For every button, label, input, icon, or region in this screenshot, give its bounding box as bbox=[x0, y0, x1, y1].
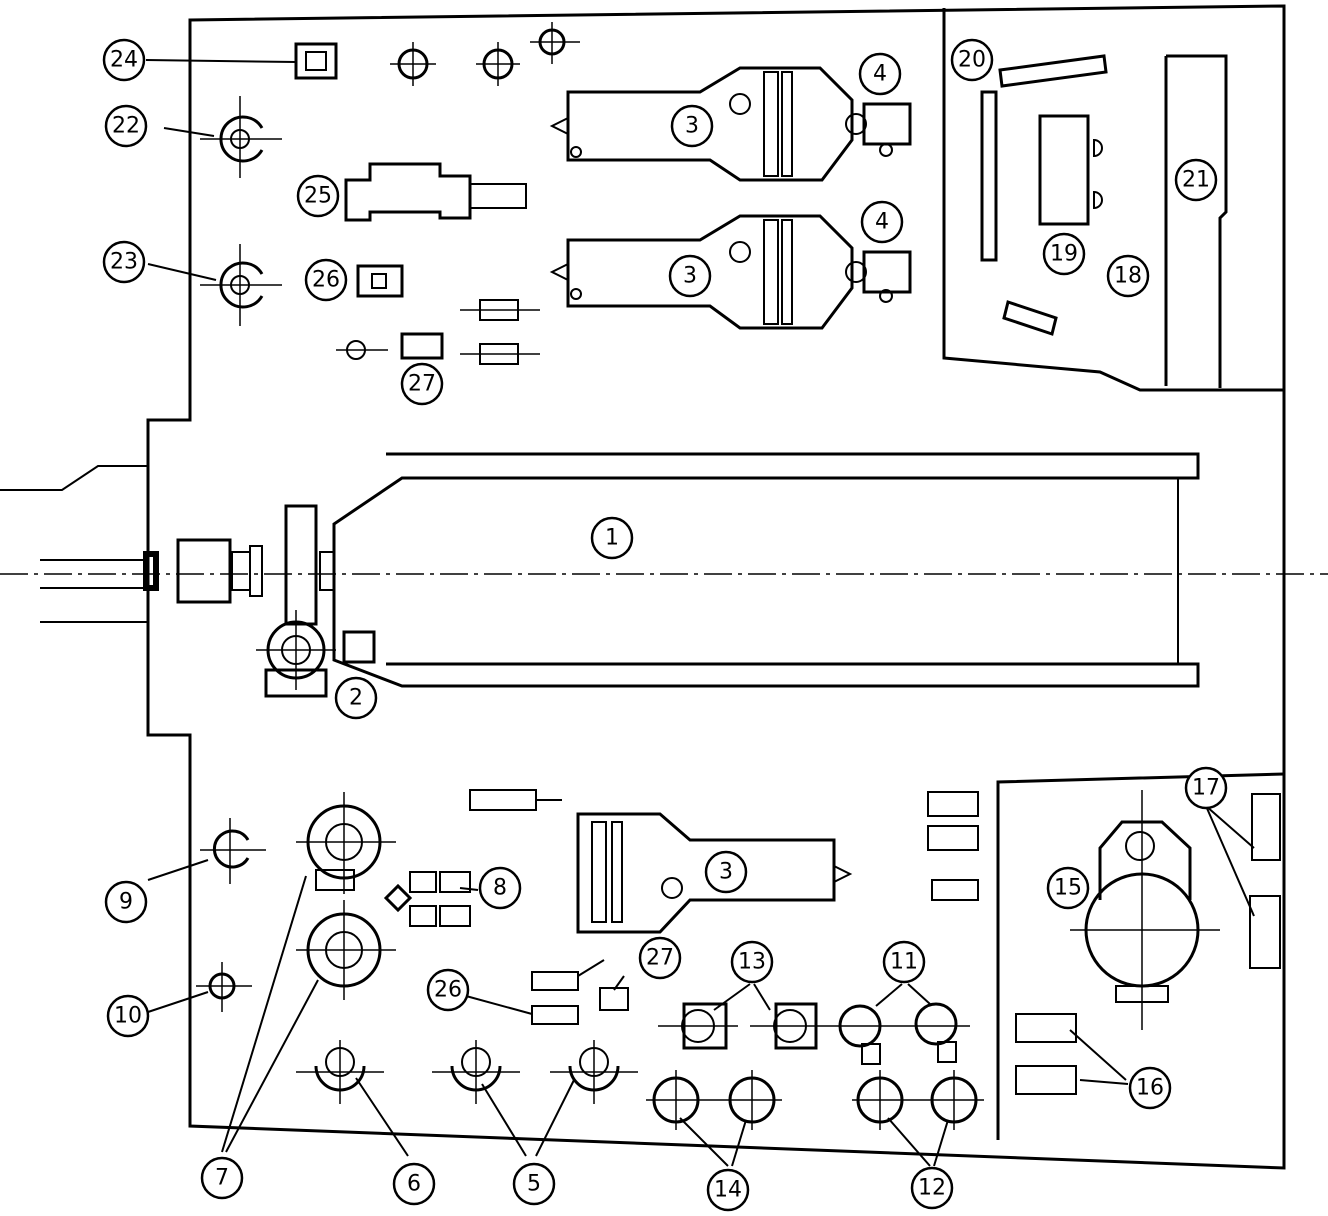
component-25 bbox=[344, 162, 527, 222]
label-4-upper: 4 bbox=[858, 52, 902, 96]
label-10-text: 10 bbox=[114, 1004, 142, 1029]
label-17: 17 bbox=[1184, 766, 1228, 810]
fitting-23 bbox=[200, 244, 282, 326]
label-23-text: 23 bbox=[110, 250, 138, 275]
label-21-text: 21 bbox=[1182, 168, 1210, 193]
label-3-upper-text: 3 bbox=[685, 114, 699, 139]
component-11 bbox=[830, 1002, 970, 1065]
component-13 bbox=[658, 1002, 830, 1050]
label-5: 5 bbox=[512, 1162, 556, 1206]
label-27-upper-text: 27 bbox=[408, 372, 436, 397]
component-5 bbox=[432, 1040, 638, 1104]
label-1-text: 1 bbox=[605, 526, 619, 551]
label-13: 13 bbox=[730, 940, 774, 984]
component-2-drive bbox=[143, 504, 376, 698]
label-4-upper-text: 4 bbox=[873, 62, 887, 87]
room-outline bbox=[0, 4, 1286, 1170]
component-6 bbox=[296, 1040, 384, 1104]
label-16-text: 16 bbox=[1136, 1076, 1164, 1101]
parts-upper-mid bbox=[469, 789, 979, 901]
component-8 bbox=[383, 871, 471, 927]
label-25-text: 25 bbox=[304, 184, 332, 209]
label-20-text: 20 bbox=[958, 48, 986, 73]
component-24-parts bbox=[294, 22, 580, 86]
component-12 bbox=[852, 1070, 984, 1130]
label-11: 11 bbox=[882, 940, 926, 984]
label-3-lower-text: 3 bbox=[719, 860, 733, 885]
label-11-text: 11 bbox=[890, 950, 918, 975]
label-26-lower-text: 26 bbox=[434, 978, 462, 1003]
label-1: 1 bbox=[590, 516, 634, 560]
fitting-9 bbox=[200, 818, 266, 884]
label-18-text: 18 bbox=[1114, 264, 1142, 289]
component-4-middle bbox=[845, 250, 912, 303]
label-10: 10 bbox=[106, 994, 150, 1038]
label-13-text: 13 bbox=[738, 950, 766, 975]
component-15 bbox=[1070, 790, 1220, 1030]
component-26-upper bbox=[356, 264, 404, 298]
label-14-text: 14 bbox=[714, 1178, 742, 1203]
label-19-text: 19 bbox=[1050, 242, 1078, 267]
component-7 bbox=[296, 792, 396, 1000]
label-20: 20 bbox=[950, 38, 994, 82]
label-12: 12 bbox=[910, 1166, 954, 1210]
fitting-10 bbox=[196, 962, 252, 1012]
label-2-text: 2 bbox=[349, 686, 363, 711]
component-14 bbox=[646, 1070, 782, 1130]
label-19: 19 bbox=[1042, 232, 1086, 276]
label-4-middle-text: 4 bbox=[875, 210, 889, 235]
label-14: 14 bbox=[706, 1168, 750, 1212]
upper-right-enclosure bbox=[942, 8, 1284, 392]
label-27-lower: 27 bbox=[638, 936, 682, 980]
fitting-22 bbox=[200, 96, 282, 178]
leader-lines bbox=[145, 59, 1255, 1167]
label-16: 16 bbox=[1128, 1066, 1172, 1110]
label-25: 25 bbox=[296, 174, 340, 218]
label-6: 6 bbox=[392, 1162, 436, 1206]
label-5-text: 5 bbox=[527, 1172, 541, 1197]
component-4-upper bbox=[845, 102, 912, 157]
component-17 bbox=[1249, 793, 1281, 969]
label-3-middle-text: 3 bbox=[683, 264, 697, 289]
label-2: 2 bbox=[334, 676, 378, 720]
component-27-upper bbox=[336, 299, 540, 365]
label-18: 18 bbox=[1106, 254, 1150, 298]
label-17-text: 17 bbox=[1192, 776, 1220, 801]
label-22-text: 22 bbox=[112, 114, 140, 139]
label-8: 8 bbox=[478, 866, 522, 910]
label-26-upper-text: 26 bbox=[312, 268, 340, 293]
label-3-middle: 3 bbox=[668, 254, 712, 298]
label-26-upper: 26 bbox=[304, 258, 348, 302]
label-27-upper: 27 bbox=[400, 362, 444, 406]
component-1-frame bbox=[0, 452, 1328, 688]
label-3-upper: 3 bbox=[670, 104, 714, 148]
label-15: 15 bbox=[1046, 866, 1090, 910]
label-6-text: 6 bbox=[407, 1172, 421, 1197]
component-3-upper bbox=[549, 66, 854, 182]
label-9: 9 bbox=[104, 880, 148, 924]
component-3-lower bbox=[576, 812, 853, 934]
label-12-text: 12 bbox=[918, 1176, 946, 1201]
label-27-lower-text: 27 bbox=[646, 946, 674, 971]
label-4-middle: 4 bbox=[860, 200, 904, 244]
label-7-text: 7 bbox=[215, 1166, 229, 1191]
label-3-lower: 3 bbox=[704, 850, 748, 894]
component-26-lower bbox=[531, 971, 579, 1025]
component-3-middle bbox=[549, 214, 854, 330]
component-27-lower bbox=[599, 987, 629, 1011]
label-9-text: 9 bbox=[119, 890, 133, 915]
label-22: 22 bbox=[104, 104, 148, 148]
label-8-text: 8 bbox=[493, 876, 507, 901]
label-15-text: 15 bbox=[1054, 876, 1082, 901]
label-7: 7 bbox=[200, 1156, 244, 1200]
component-16 bbox=[1015, 1013, 1077, 1095]
label-24-text: 24 bbox=[110, 48, 138, 73]
label-26-lower: 26 bbox=[426, 968, 470, 1012]
label-23: 23 bbox=[102, 240, 146, 284]
label-24: 24 bbox=[102, 38, 146, 82]
label-21: 21 bbox=[1174, 158, 1218, 202]
